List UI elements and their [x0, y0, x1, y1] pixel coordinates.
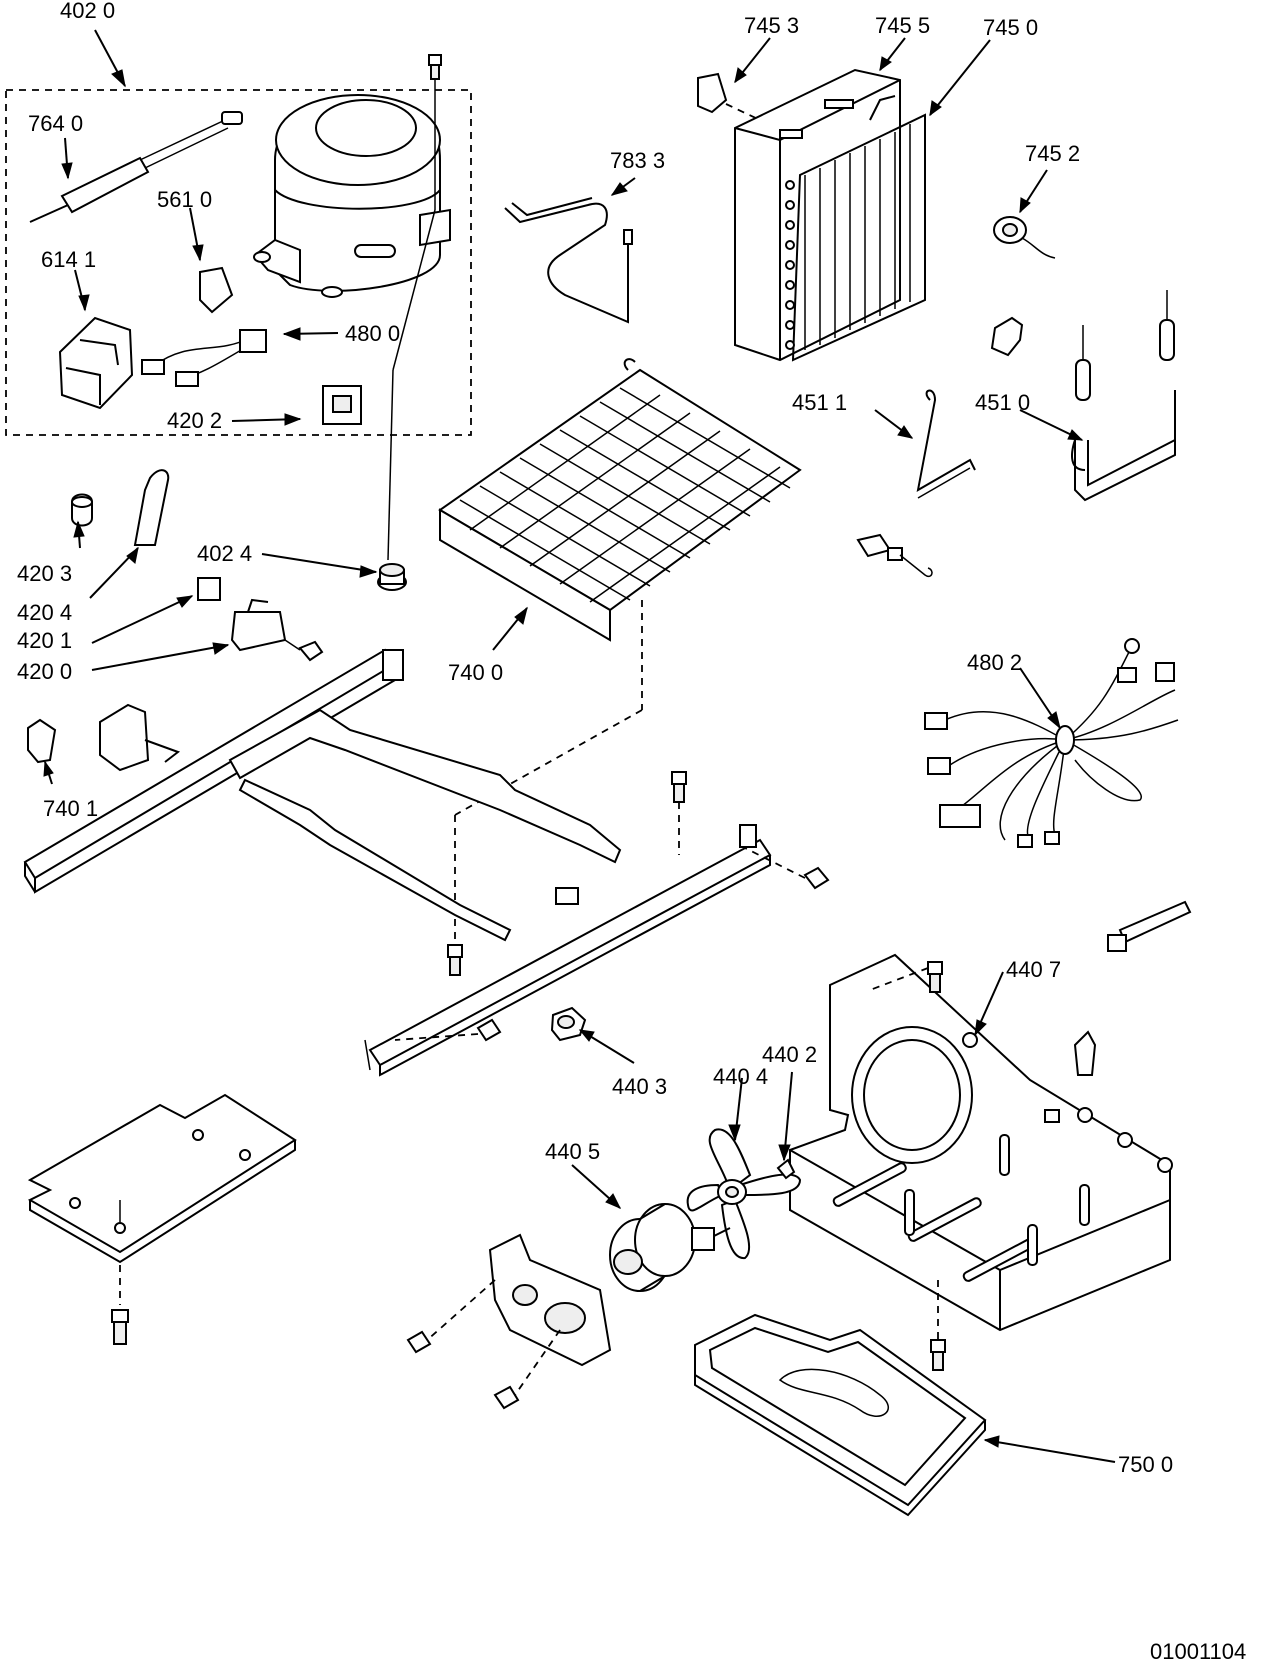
frame-screw-4 [394, 1018, 502, 1042]
frame-screw-1 [671, 771, 687, 855]
clip-745-3-part [697, 72, 728, 114]
label-764-0: 764 0 [28, 111, 83, 136]
cover-plate-screw [111, 1265, 129, 1345]
evaporator-tubes [785, 180, 795, 350]
label-440-2: 440 2 [762, 1042, 817, 1067]
frame-screw-3 [744, 847, 830, 890]
nut-440-3-part [550, 1006, 587, 1042]
fan-blade-440-4-part [686, 1128, 802, 1260]
drain-pan-750-0-part [694, 1313, 987, 1517]
label-420-2: 420 2 [167, 408, 222, 433]
cover-plate-part [27, 1093, 297, 1264]
plug-420-3-part [71, 493, 93, 527]
condenser-coils [459, 387, 791, 603]
motor-bracket-part [424, 1233, 612, 1396]
tube-420-4-part [133, 469, 170, 546]
label-750-0: 750 0 [1118, 1452, 1173, 1477]
label-440-5: 440 5 [545, 1139, 600, 1164]
label-451-1: 451 1 [792, 390, 847, 415]
label-740-0: 740 0 [448, 660, 503, 685]
relay-614-part [58, 316, 134, 410]
frame-screws [394, 771, 830, 1042]
clip-451-part [990, 316, 1024, 357]
thermostat-745-2-part [993, 216, 1056, 259]
label-420-4: 420 4 [17, 600, 72, 625]
label-420-1: 420 1 [17, 628, 72, 653]
label-420-0: 420 0 [17, 659, 72, 684]
harness-480-2-part [924, 638, 1179, 848]
label-740-1: 740 1 [43, 796, 98, 821]
label-440-4: 440 4 [713, 1064, 768, 1089]
clip-561-part [199, 266, 234, 314]
compressor-part [253, 94, 451, 298]
fan-motor-440-5-part [609, 1203, 731, 1292]
evaporator-fins [804, 124, 911, 350]
label-561-0: 561 0 [157, 187, 212, 212]
compressor-screw [387, 54, 442, 561]
label-402-0: 402 0 [60, 0, 115, 23]
label-745-0: 745 0 [983, 15, 1038, 40]
relay-parts-420 [197, 577, 324, 662]
label-451-0: 451 0 [975, 390, 1030, 415]
condenser-740-0-part [438, 358, 802, 642]
clip-440-2-part [776, 1158, 796, 1180]
evaporator-745-0-part [734, 68, 926, 362]
document-id: 01001104 [1150, 1639, 1246, 1662]
label-783-3: 783 3 [610, 148, 665, 173]
screw-451-part [856, 533, 933, 578]
label-440-7: 440 7 [1006, 957, 1061, 982]
label-745-3: 745 3 [744, 13, 799, 38]
label-480-2: 480 2 [967, 650, 1022, 675]
frame-clip [555, 887, 579, 905]
cable-tie-part [1107, 900, 1192, 952]
label-402-4: 402 4 [197, 541, 252, 566]
rod-451-1-part [916, 389, 976, 499]
bracket-740-1-part [27, 703, 181, 772]
motor-screws [406, 1330, 520, 1410]
label-745-2: 745 2 [1025, 141, 1080, 166]
harness-480-0-part [141, 329, 267, 387]
base-screws [869, 961, 1097, 1371]
frame-screw-2 [447, 944, 463, 976]
label-745-5: 745 5 [875, 13, 930, 38]
part-labels: 402 0 764 0 561 0 614 1 480 0 420 2 783 … [17, 0, 1246, 1662]
drier-tube-part [29, 111, 243, 223]
tube-783-3-part [504, 197, 633, 324]
label-420-3: 420 3 [17, 561, 72, 586]
capacitor-420-2-part [322, 385, 362, 425]
tube-451-0-part [1071, 290, 1176, 502]
compressor-assembly-group [5, 89, 472, 436]
fan-base-440-7-part [789, 953, 1173, 1332]
label-440-3: 440 3 [612, 1074, 667, 1099]
leader-arrowheads [43, 56, 1084, 1448]
label-480-0: 480 0 [345, 321, 400, 346]
grommet-402-4-part [377, 563, 407, 591]
label-614-1: 614 1 [41, 247, 96, 272]
base-frame-part [23, 648, 772, 1077]
base-slots [832, 1134, 1090, 1282]
